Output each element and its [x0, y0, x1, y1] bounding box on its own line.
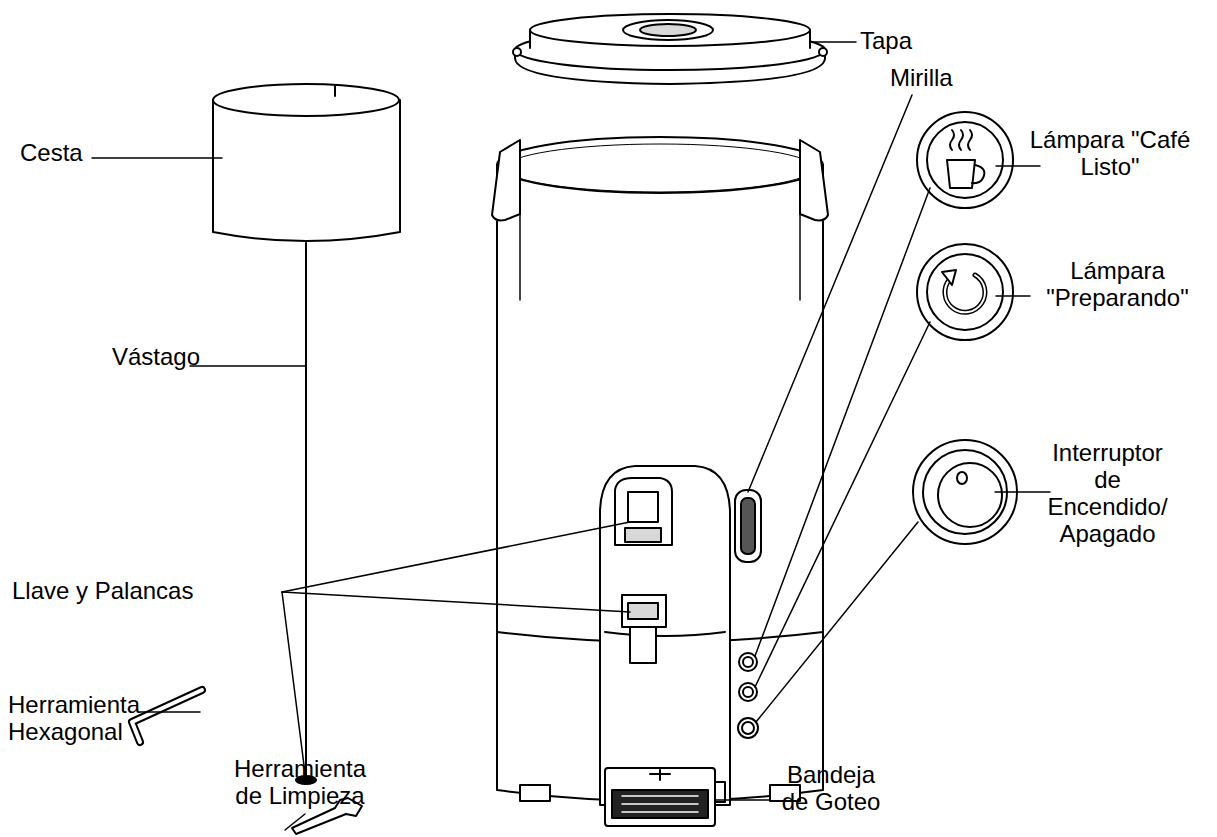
leader-lines [715, 799, 770, 801]
part-label: Cesta [20, 140, 140, 167]
urn-body [799, 214, 801, 300]
lid-drawing [623, 20, 713, 40]
drip-tray-drawing [622, 811, 698, 813]
leader-lines [810, 41, 856, 43]
basket-drawing [305, 243, 307, 778]
urn-body [497, 137, 823, 193]
body-lamps [742, 722, 754, 734]
brewing-lamp-icon [917, 244, 1013, 340]
body-lamps [738, 653, 758, 738]
part-label: Herramienta de Limpieza [220, 756, 380, 810]
faucet-housing [600, 466, 730, 805]
part-label: Llave y Palancas [12, 578, 242, 605]
drip-tray-drawing [659, 770, 661, 780]
leader-lines [756, 522, 918, 722]
drip-tray-drawing [612, 790, 708, 818]
part-label: Mirilla [890, 65, 1010, 92]
leader-lines [92, 42, 1050, 830]
urn-body [519, 214, 521, 300]
part-label: Vástago [112, 344, 242, 371]
leader-lines [996, 165, 1040, 167]
faucet-housing [600, 466, 730, 805]
leader-lines [282, 522, 630, 592]
lid-drawing [530, 14, 810, 46]
basket-drawing [213, 100, 400, 241]
urn-body [800, 140, 828, 220]
sight-glass [735, 490, 761, 562]
part-label: Lámpara "Preparando" [1025, 258, 1210, 312]
sight-glass [741, 498, 755, 554]
urn-body [520, 785, 550, 801]
basket-drawing [334, 86, 336, 96]
part-label: Lámpara "Café Listo" [1025, 127, 1195, 181]
drip-tray-drawing [622, 803, 698, 805]
ready-lamp-icon [927, 122, 1003, 198]
urn-body [492, 140, 520, 220]
part-label: Interruptor de Encendido/ Apagado [1045, 440, 1170, 548]
leader-lines [755, 188, 930, 656]
basket-drawing [213, 84, 399, 116]
part-label: Tapa [860, 28, 970, 55]
drip-tray-drawing [622, 796, 698, 812]
faucet-housing [630, 627, 656, 663]
leader-lines [748, 95, 912, 492]
ready-lamp-icon [972, 165, 984, 183]
drip-tray-drawing [622, 795, 698, 797]
leader-lines [755, 322, 930, 687]
hex-key-drawing [132, 690, 202, 742]
ready-lamp-icon [968, 130, 972, 150]
power-switch-icon [938, 463, 1002, 527]
leader-lines [285, 814, 305, 830]
brewing-lamp-icon [942, 270, 956, 285]
lid-drawing [819, 48, 827, 56]
hex-key-drawing [132, 690, 202, 742]
urn-body [505, 144, 815, 192]
drip-tray-drawing [605, 768, 715, 826]
brewing-lamp-icon [927, 254, 1003, 330]
lid-drawing [513, 14, 827, 84]
faucet-housing [628, 492, 658, 522]
body-lamps [743, 657, 753, 667]
hex-key-drawing [132, 690, 202, 742]
body-lamps [739, 683, 757, 701]
faucet-housing [625, 528, 661, 542]
body-lamps [743, 687, 753, 697]
faucet-housing [615, 478, 672, 545]
leader-lines [92, 157, 222, 159]
part-label: Bandeja de Goteo [775, 762, 887, 816]
leader-lines [282, 592, 630, 612]
ready-lamp-icon [950, 130, 954, 150]
faucet-housing [628, 603, 658, 619]
leader-lines [140, 711, 200, 713]
ready-lamp-icon [947, 160, 975, 188]
drip-tray-drawing [605, 768, 715, 826]
brewing-lamp-icon [917, 244, 1013, 340]
leader-lines [190, 365, 306, 367]
faucet-housing [622, 595, 666, 627]
body-lamps [739, 653, 757, 671]
ready-lamp-icon [959, 130, 963, 150]
body-lamps [738, 718, 758, 738]
ready-lamp-icon [917, 112, 1013, 208]
basket-drawing [213, 84, 400, 784]
sight-glass [735, 490, 761, 562]
faucet-housing [605, 632, 725, 636]
leader-lines [282, 592, 306, 781]
leader-lines [995, 491, 1050, 493]
leader-lines [996, 295, 1030, 297]
part-label: Herramienta Hexagonal [8, 692, 158, 746]
power-switch-icon [957, 472, 967, 484]
lid-drawing [513, 48, 521, 56]
lid-drawing [640, 24, 696, 36]
ready-lamp-icon [917, 112, 1013, 208]
